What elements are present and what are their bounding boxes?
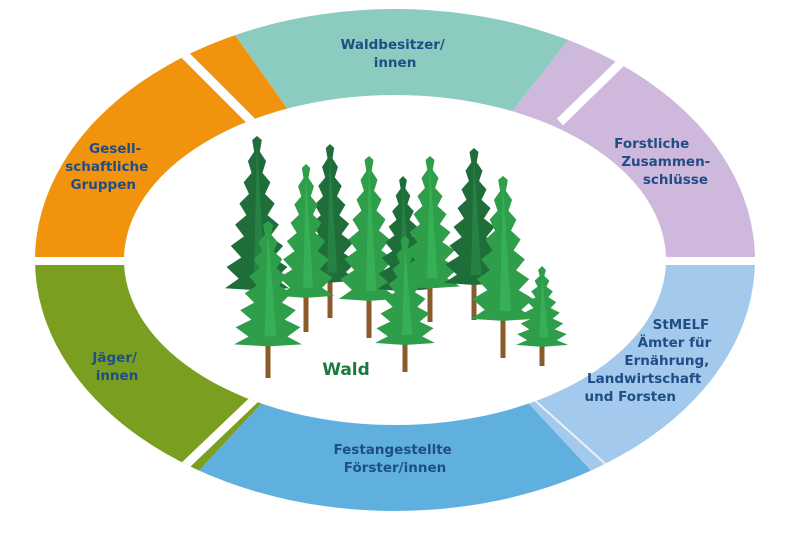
tree-trunk <box>402 332 408 372</box>
tree-highlight <box>427 166 438 279</box>
tree-trunk <box>303 285 309 332</box>
separator <box>168 388 266 482</box>
tree-icon <box>375 236 435 372</box>
forest-illustration <box>225 136 568 378</box>
label-gesellschaftliche-gruppen: Gesell- schaftliche Gruppen <box>65 141 153 193</box>
separator <box>529 395 611 469</box>
label-jaeger: Jäger/ innen <box>91 350 141 384</box>
tree-highlight <box>499 186 511 311</box>
label-stmelf: StMELF Ämter für Ernährung, Landwirtscha… <box>585 317 716 405</box>
tree-icon <box>400 156 460 322</box>
label-waldbesitzer: Waldbesitzer/ innen <box>340 37 449 71</box>
tree-highlight <box>539 276 549 337</box>
tree-highlight <box>402 246 413 335</box>
tree-trunk <box>471 273 477 320</box>
tree-icon <box>516 266 568 366</box>
tree-icon <box>278 164 334 332</box>
center-label-wald: Wald <box>322 360 370 380</box>
tree-trunk <box>539 334 545 366</box>
tree-highlight <box>327 154 337 273</box>
tree-trunk <box>500 308 506 358</box>
tree-icon <box>444 148 504 320</box>
tree-trunk <box>427 276 433 322</box>
label-forstliche-zusammenschluesse: Forstliche Zusammen- schlüsse <box>614 136 715 188</box>
tree-icon <box>234 221 302 378</box>
tree-icon <box>471 176 535 358</box>
tree-icon <box>339 156 399 338</box>
tree-trunk <box>265 334 271 378</box>
tree-highlight <box>264 231 277 337</box>
tree-highlight <box>471 158 482 276</box>
tree-highlight <box>303 174 313 288</box>
tree-highlight <box>366 166 377 291</box>
label-festangestellte-foerster: Festangestellte Förster/innen <box>333 442 456 476</box>
tree-trunk <box>366 288 372 338</box>
